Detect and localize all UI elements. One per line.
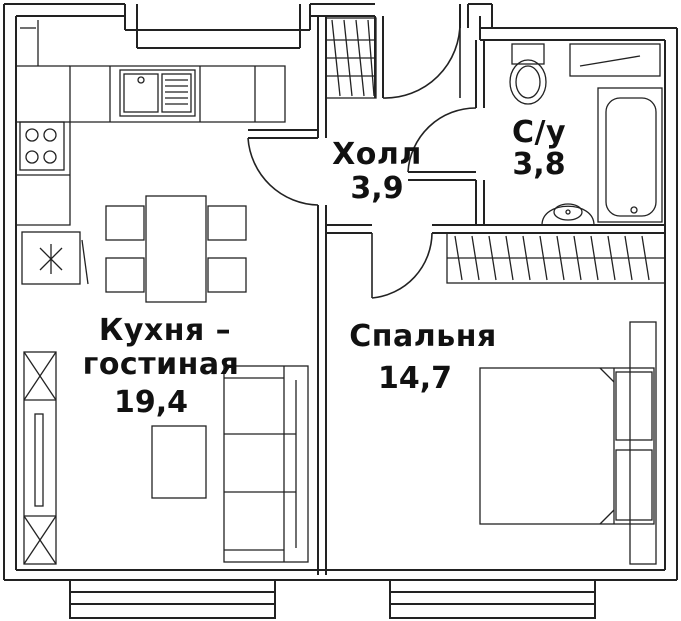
washbasin — [541, 203, 595, 226]
tv-cabinet — [23, 351, 57, 565]
window-top — [124, 4, 311, 49]
bedroom-name: Спальня — [349, 319, 497, 354]
outer-walls — [3, 3, 678, 581]
bathtub — [597, 87, 663, 223]
kitchen-name-line1: Кухня – — [98, 313, 232, 348]
bathroom-shelf — [569, 43, 661, 77]
bedroom-area: 14,7 — [377, 361, 453, 396]
sofa — [151, 365, 309, 563]
toilet — [509, 43, 547, 105]
bathroom-area: 3,8 — [512, 147, 566, 182]
dining-set — [105, 195, 247, 303]
stove — [19, 121, 65, 171]
fridge — [21, 231, 89, 285]
interior-walls — [248, 4, 665, 575]
window-bottom-right — [389, 579, 596, 619]
bed — [479, 321, 657, 565]
kitchen-counter — [16, 20, 286, 226]
wardrobe — [446, 232, 666, 284]
entry-closet — [325, 17, 377, 99]
hall-area: 3,9 — [350, 171, 404, 206]
doors — [247, 21, 477, 299]
kitchen-area: 19,4 — [113, 385, 189, 420]
kitchen-name-line2: гостиная — [82, 347, 240, 382]
hall-name: Холл — [332, 137, 422, 172]
kitchen-sink — [119, 69, 196, 117]
window-bottom-left — [69, 579, 276, 619]
bathroom-name: С/у — [511, 115, 567, 150]
